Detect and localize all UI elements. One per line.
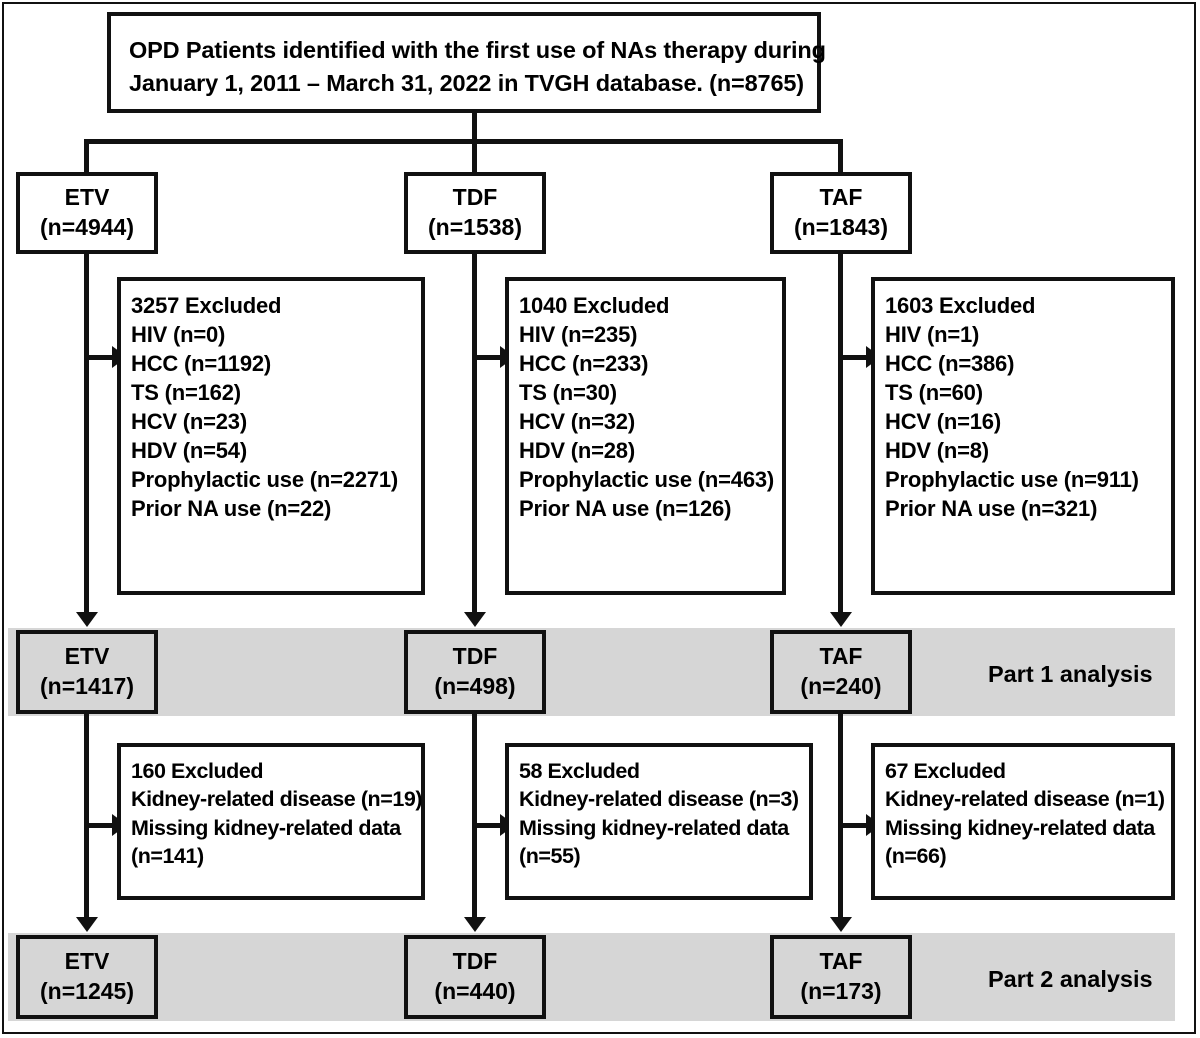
part2-box-tdf: TDF (n=440)	[404, 935, 546, 1019]
exclusion-heading: 67 Excluded	[885, 759, 1006, 783]
exclusion-item-kidney-disease: Kidney-related disease (n=1)	[885, 787, 1165, 812]
part1-box-tdf-name: TDF	[452, 643, 498, 670]
cohort-box-etv-count: (n=4944)	[40, 214, 134, 240]
connector-tdf-exclusion2-branch	[474, 823, 503, 828]
exclusion-box-tdf-stage1: 1040 Excluded HIV (n=235) HCC (n=233) TS…	[505, 277, 786, 595]
exclusion-item-hcc: HCC (n=386)	[885, 351, 1015, 377]
cohort-box-tdf-count: (n=1538)	[428, 214, 522, 240]
exclusion-item-prophylactic: Prophylactic use (n=2271)	[131, 467, 399, 493]
part1-box-etv-count: (n=1417)	[40, 673, 134, 699]
exclusion-item-prior-na: Prior NA use (n=321)	[885, 496, 1098, 522]
exclusion-item-hcv: HCV (n=16)	[885, 409, 1001, 435]
exclusion-heading: 1040 Excluded	[519, 293, 670, 318]
source-population-line-1: OPD Patients identified with the first u…	[129, 37, 826, 63]
cohort-box-etv-name: ETV	[64, 184, 110, 211]
exclusion-box-etv-stage1: 3257 Excluded HIV (n=0) HCC (n=1192) TS …	[117, 277, 425, 595]
part2-box-etv: ETV (n=1245)	[16, 935, 158, 1019]
exclusion-item-missing-kidney-data: Missing kidney-related data	[131, 815, 401, 840]
part1-box-taf-count: (n=240)	[800, 673, 882, 699]
connector-tdf-to-part1	[472, 254, 477, 616]
connector-etv-to-part2	[84, 714, 89, 921]
cohort-box-etv: ETV (n=4944)	[16, 172, 158, 254]
exclusion-heading: 3257 Excluded	[131, 293, 282, 318]
connector-etv-exclusion2-branch	[86, 823, 115, 828]
connector-etv-exclusion-branch	[86, 355, 115, 360]
connector-etv-to-part1	[84, 254, 89, 616]
exclusion-item-ts: TS (n=162)	[131, 380, 241, 406]
connector-tdf-to-part2	[472, 714, 477, 921]
arrowhead-tdf-to-part2	[464, 917, 486, 932]
exclusion-heading: 160 Excluded	[131, 759, 264, 783]
part1-box-tdf-count: (n=498)	[434, 673, 516, 699]
connector-distribution-bar	[84, 139, 843, 144]
connector-drop-tdf	[472, 139, 477, 173]
exclusion-item-kidney-disease: Kidney-related disease (n=19)	[131, 787, 423, 812]
part1-box-taf-name: TAF	[819, 643, 863, 670]
part2-box-taf-count: (n=173)	[800, 978, 882, 1004]
connector-drop-etv	[84, 139, 89, 173]
exclusion-item-missing-kidney-data-count: (n=55)	[519, 844, 581, 869]
exclusion-item-missing-kidney-data-count: (n=141)	[131, 844, 204, 869]
part2-box-etv-count: (n=1245)	[40, 978, 134, 1004]
exclusion-box-taf-stage2: 67 Excluded Kidney-related disease (n=1)…	[871, 743, 1175, 900]
part-1-analysis-label: Part 1 analysis	[988, 661, 1153, 687]
exclusion-item-missing-kidney-data-count: (n=66)	[885, 844, 947, 869]
source-population-line-2: January 1, 2011 – March 31, 2022 in TVGH…	[129, 70, 804, 97]
exclusion-item-hcc: HCC (n=1192)	[131, 351, 272, 377]
part-2-analysis-label: Part 2 analysis	[988, 966, 1153, 992]
connector-drop-taf	[838, 139, 843, 173]
exclusion-item-hiv: HIV (n=0)	[131, 322, 226, 348]
exclusion-item-hdv: HDV (n=54)	[131, 438, 247, 464]
part1-box-etv-name: ETV	[64, 643, 110, 670]
cohort-box-tdf-name: TDF	[452, 184, 498, 211]
part2-box-etv-name: ETV	[64, 948, 110, 975]
exclusion-box-tdf-stage2: 58 Excluded Kidney-related disease (n=3)…	[505, 743, 813, 900]
exclusion-item-missing-kidney-data: Missing kidney-related data	[885, 815, 1155, 840]
exclusion-box-taf-stage1: 1603 Excluded HIV (n=1) HCC (n=386) TS (…	[871, 277, 1175, 595]
connector-tdf-exclusion-branch	[474, 355, 503, 360]
exclusion-heading: 58 Excluded	[519, 759, 640, 783]
exclusion-item-prior-na: Prior NA use (n=22)	[131, 496, 332, 522]
exclusion-item-hcv: HCV (n=32)	[519, 409, 635, 435]
part2-box-taf-name: TAF	[819, 948, 863, 975]
connector-taf-exclusion2-branch	[840, 823, 869, 828]
arrowhead-etv-to-part2	[76, 917, 98, 932]
exclusion-item-prophylactic: Prophylactic use (n=911)	[885, 467, 1139, 493]
cohort-box-taf-name: TAF	[819, 184, 863, 211]
exclusion-item-prior-na: Prior NA use (n=126)	[519, 496, 732, 522]
arrowhead-etv-to-part1	[76, 612, 98, 627]
exclusion-item-hcv: HCV (n=23)	[131, 409, 247, 435]
connector-taf-to-part2	[838, 714, 843, 921]
exclusion-item-ts: TS (n=60)	[885, 380, 983, 406]
cohort-box-taf-count: (n=1843)	[794, 214, 888, 240]
exclusion-item-prophylactic: Prophylactic use (n=463)	[519, 467, 775, 493]
exclusion-item-hiv: HIV (n=1)	[885, 322, 980, 348]
cohort-box-taf: TAF (n=1843)	[770, 172, 912, 254]
connector-taf-exclusion-branch	[840, 355, 869, 360]
exclusion-item-missing-kidney-data: Missing kidney-related data	[519, 815, 789, 840]
arrowhead-tdf-to-part1	[464, 612, 486, 627]
connector-title-stem	[472, 113, 477, 144]
part1-box-tdf: TDF (n=498)	[404, 630, 546, 714]
exclusion-item-kidney-disease: Kidney-related disease (n=3)	[519, 787, 799, 812]
arrowhead-taf-to-part1	[830, 612, 852, 627]
exclusion-item-ts: TS (n=30)	[519, 380, 617, 406]
part-2-analysis-band	[8, 933, 1175, 1021]
part2-box-taf: TAF (n=173)	[770, 935, 912, 1019]
part2-box-tdf-name: TDF	[452, 948, 498, 975]
exclusion-item-hdv: HDV (n=28)	[519, 438, 635, 464]
exclusion-item-hcc: HCC (n=233)	[519, 351, 649, 377]
source-population-box: OPD Patients identified with the first u…	[107, 12, 826, 113]
part1-box-taf: TAF (n=240)	[770, 630, 912, 714]
exclusion-box-etv-stage2: 160 Excluded Kidney-related disease (n=1…	[117, 743, 425, 900]
part-1-analysis-band	[8, 628, 1175, 716]
exclusion-item-hiv: HIV (n=235)	[519, 322, 638, 348]
connector-taf-to-part1	[838, 254, 843, 616]
part2-box-tdf-count: (n=440)	[434, 978, 516, 1004]
exclusion-heading: 1603 Excluded	[885, 293, 1036, 318]
cohort-box-tdf: TDF (n=1538)	[404, 172, 546, 254]
exclusion-item-hdv: HDV (n=8)	[885, 438, 989, 464]
part1-box-etv: ETV (n=1417)	[16, 630, 158, 714]
arrowhead-taf-to-part2	[830, 917, 852, 932]
